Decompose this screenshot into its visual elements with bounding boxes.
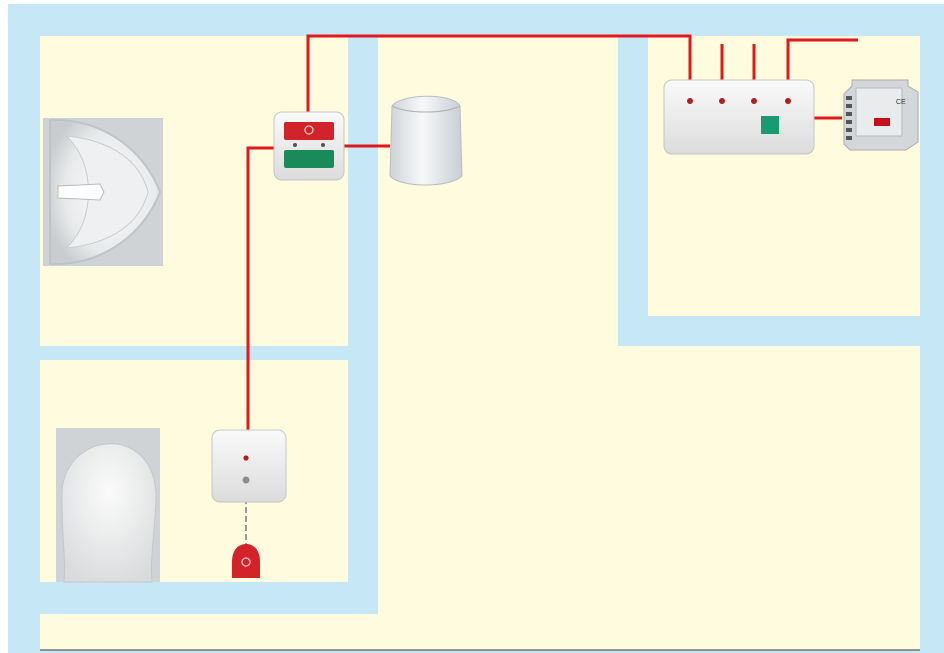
controller-with-4-leds-icon[interactable] bbox=[663, 79, 815, 155]
psu-terminals bbox=[846, 96, 852, 140]
red-bell-handle-icon[interactable] bbox=[232, 544, 260, 578]
ceiling-lamp-icon bbox=[389, 95, 463, 186]
toilet-icon bbox=[56, 428, 160, 583]
status-led-3 bbox=[751, 98, 757, 104]
room-corridor-bottom bbox=[40, 614, 920, 650]
room-corridor-lower bbox=[378, 346, 920, 616]
status-led-2 bbox=[719, 98, 725, 104]
call-button-with-reset-icon[interactable] bbox=[273, 111, 345, 181]
din-rail-psu-icon: CE bbox=[843, 79, 919, 151]
ce-mark: CE bbox=[896, 99, 906, 106]
pull-cord-switch-icon[interactable] bbox=[211, 429, 287, 503]
washbasin-icon bbox=[43, 118, 163, 266]
status-led-4 bbox=[785, 98, 791, 104]
control-button bbox=[761, 116, 779, 134]
status-led-1 bbox=[687, 98, 693, 104]
